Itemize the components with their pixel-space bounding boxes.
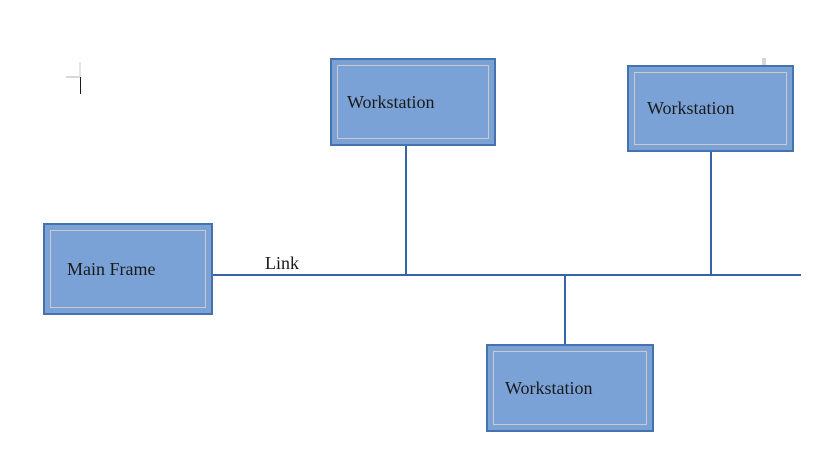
node-workstation-right-label: Workstation [647, 98, 735, 118]
selection-tick-artifact [762, 58, 766, 65]
node-main-frame[interactable]: Main Frame [43, 223, 213, 315]
link-label: Link [265, 253, 299, 273]
text-cursor-horizontal-mark [66, 76, 80, 78]
node-main-frame-label: Main Frame [67, 258, 156, 279]
node-workstation-top[interactable]: Workstation [330, 58, 496, 146]
node-workstation-right[interactable]: Workstation [627, 65, 794, 152]
connector-workstation-top[interactable] [405, 146, 407, 275]
node-workstation-top-label: Workstation [347, 91, 435, 112]
text-caret [79, 77, 81, 94]
connector-workstation-bottom[interactable] [564, 276, 566, 344]
text-cursor-vertical-mark [79, 62, 81, 77]
node-workstation-bottom-label: Workstation [505, 377, 593, 398]
connector-workstation-right[interactable] [710, 151, 712, 275]
bus-link-line[interactable] [213, 274, 801, 276]
node-workstation-bottom[interactable]: Workstation [486, 344, 654, 432]
